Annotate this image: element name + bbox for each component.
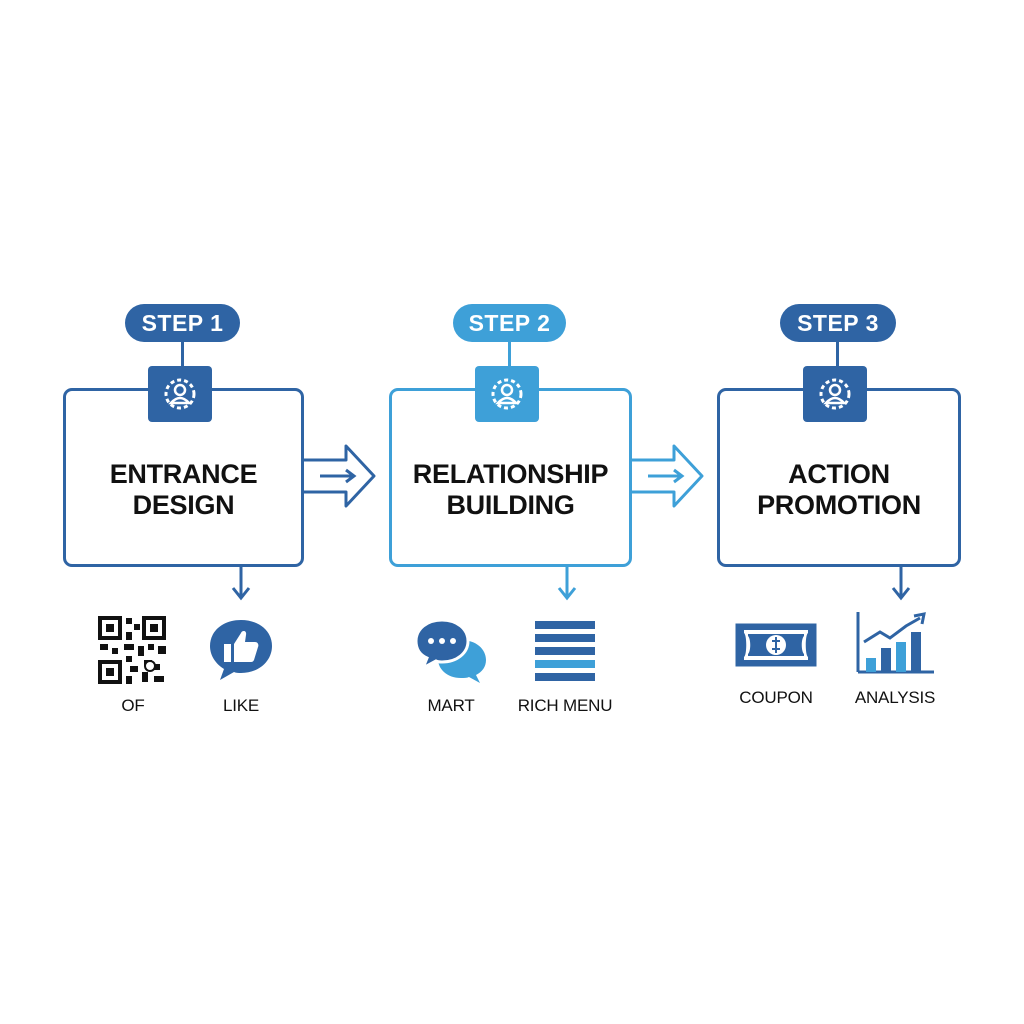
qr-code-icon bbox=[98, 616, 166, 684]
item-label: MART bbox=[427, 696, 475, 715]
arrow-down-icon bbox=[557, 566, 577, 601]
step-3-title-line-2: PROMOTION bbox=[757, 490, 921, 520]
step-1-card: ENTRANCE DESIGN bbox=[63, 388, 304, 567]
step-2-title-line-2: BUILDING bbox=[446, 490, 575, 520]
step-3-title: ACTION PROMOTION bbox=[720, 459, 958, 521]
item-of: OF bbox=[98, 616, 168, 715]
thumbs-up-icon bbox=[210, 620, 272, 680]
item-like: LIKE bbox=[206, 616, 276, 715]
banknote-icon bbox=[735, 623, 817, 667]
step-3-badge: STEP 3 bbox=[780, 304, 896, 342]
person-gear-icon bbox=[148, 366, 212, 422]
step-1-badge: STEP 1 bbox=[125, 304, 240, 342]
step-2-badge: STEP 2 bbox=[453, 304, 566, 342]
menu-lines-icon bbox=[535, 621, 595, 681]
step-3-card: ACTION PROMOTION bbox=[717, 388, 961, 567]
step-2-title-line-1: RELATIONSHIP bbox=[412, 459, 609, 489]
step-1-title-line-2: DESIGN bbox=[132, 490, 235, 520]
step-2-title: RELATIONSHIP BUILDING bbox=[392, 459, 629, 521]
item-rich-menu: RICH MENU bbox=[518, 621, 612, 715]
person-gear-icon bbox=[475, 366, 539, 422]
item-mart: MART bbox=[414, 618, 488, 715]
arrow-right-icon bbox=[304, 444, 376, 508]
arrow-down-icon bbox=[891, 566, 911, 601]
item-label: COUPON bbox=[739, 688, 813, 707]
step-1-connector bbox=[181, 342, 184, 370]
step-2-connector bbox=[508, 342, 511, 370]
step-1-title: ENTRANCE DESIGN bbox=[66, 459, 301, 521]
item-analysis: ANALYSIS bbox=[855, 612, 935, 707]
item-coupon: COUPON bbox=[734, 622, 818, 707]
step-3-connector bbox=[836, 342, 839, 370]
step-3-title-line-1: ACTION bbox=[788, 459, 890, 489]
arrow-right-icon bbox=[632, 444, 704, 508]
item-label: OF bbox=[121, 696, 145, 715]
person-gear-icon bbox=[803, 366, 867, 422]
step-1-title-line-1: ENTRANCE bbox=[109, 459, 258, 489]
item-label: ANALYSIS bbox=[854, 688, 936, 707]
bar-chart-growth-icon bbox=[856, 612, 934, 674]
chat-bubbles-icon bbox=[414, 618, 486, 683]
item-label: LIKE bbox=[222, 696, 260, 715]
item-label: RICH MENU bbox=[517, 696, 613, 715]
arrow-down-icon bbox=[231, 566, 251, 601]
